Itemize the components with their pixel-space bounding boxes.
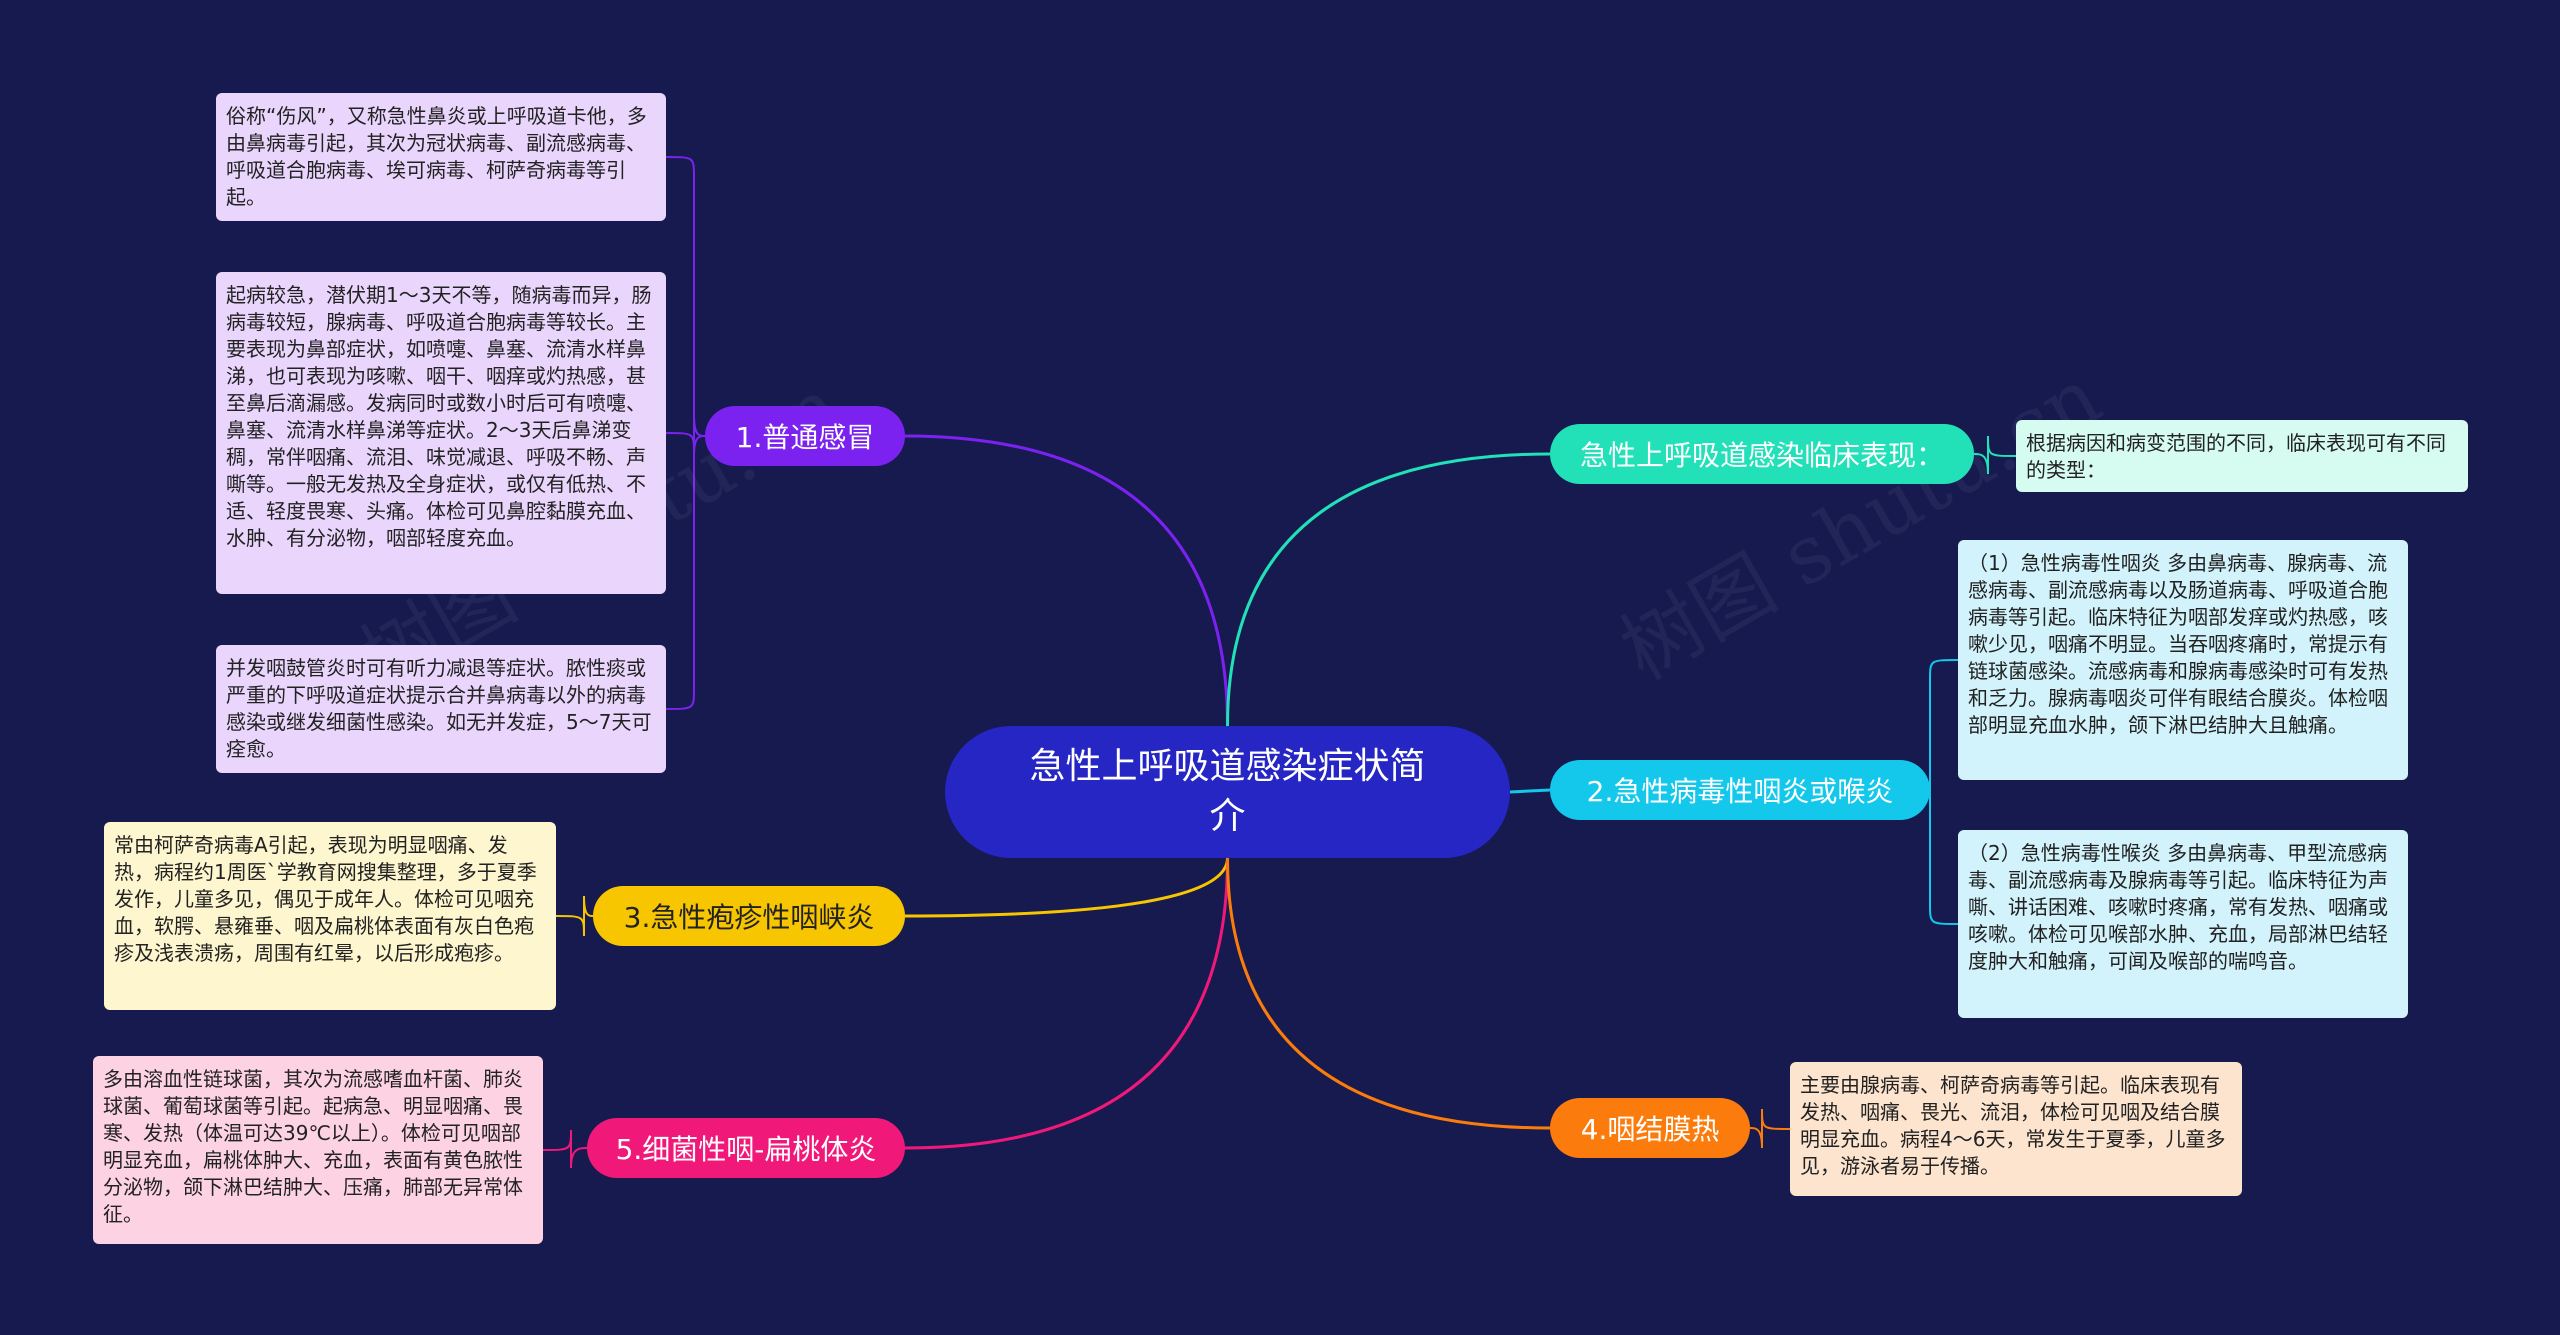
connector-central-branch-5	[1226, 857, 1551, 1130]
connector-branch-4-note-1	[1929, 790, 1959, 925]
branch-clinical-manifestations[interactable]: 急性上呼吸道感染临床表现：	[1550, 424, 1974, 484]
note-acute-viral-laryngitis: （2）急性病毒性喉炎 多由鼻病毒、甲型流感病毒、副流感病毒及腺病毒等引起。临床特…	[1958, 830, 2408, 1018]
note-herpangina: 常由柯萨奇病毒A引起，表现为明显咽痛、发热，病程约1周医`学教育网搜集整理，多于…	[104, 822, 556, 1010]
branch-pharyngoconjunctival-fever[interactable]: 4.咽结膜热	[1550, 1098, 1750, 1158]
connector-branch-1-note-0	[555, 895, 594, 937]
connector-central-branch-0	[904, 434, 1229, 727]
note-bacterial-pharyngitis: 多由溶血性链球菌，其次为流感嗜血杆菌、肺炎球菌、葡萄球菌等引起。起病急、明显咽痛…	[93, 1056, 543, 1244]
connector-branch-0-note-0	[665, 156, 706, 437]
note-common-cold-symptoms: 起病较急，潜伏期1～3天不等，随病毒而异，肠病毒较短，腺病毒、呼吸道合胞病毒等较…	[216, 272, 666, 594]
connector-central-branch-4	[1509, 788, 1551, 794]
connector-central-branch-3	[1226, 452, 1551, 727]
connector-branch-4-note-0	[1929, 659, 1959, 790]
connector-central-branch-2	[904, 857, 1229, 1150]
connector-branch-0-note-1	[665, 415, 706, 454]
note-common-cold-definition: 俗称“伤风”，又称急性鼻炎或上呼吸道卡他，多由鼻病毒引起，其次为冠状病毒、副流感…	[216, 93, 666, 221]
connector-branch-0-note-2	[665, 435, 706, 710]
note-acute-viral-pharyngitis: （1）急性病毒性咽炎 多由鼻病毒、腺病毒、流感病毒、副流感病毒以及肠道病毒、呼吸…	[1958, 540, 2408, 780]
note-clinical-manifestations: 根据病因和病变范围的不同，临床表现可有不同的类型：	[2016, 420, 2468, 492]
branch-herpangina[interactable]: 3.急性疱疹性咽峡炎	[593, 886, 905, 946]
branch-bacterial-pharyngitis[interactable]: 5.细菌性咽-扁桃体炎	[587, 1118, 905, 1178]
connector-branch-3-note-0	[1973, 435, 2017, 475]
connector-branch-2-note-0	[542, 1129, 588, 1169]
note-common-cold-complications: 并发咽鼓管炎时可有听力减退等症状。脓性痰或严重的下呼吸道症状提示合并鼻病毒以外的…	[216, 645, 666, 773]
connector-central-branch-1	[904, 857, 1229, 918]
note-pharyngoconjunctival-fever: 主要由腺病毒、柯萨奇病毒等引起。临床表现有发热、咽痛、畏光、流泪，体检可见咽及结…	[1790, 1062, 2242, 1196]
branch-viral-pharyngitis-laryngitis[interactable]: 2.急性病毒性咽炎或喉炎	[1550, 760, 1930, 820]
connector-branch-5-note-0	[1749, 1108, 1791, 1149]
branch-common-cold[interactable]: 1.普通感冒	[705, 406, 905, 466]
central-topic[interactable]: 急性上呼吸道感染症状简介	[945, 726, 1510, 858]
